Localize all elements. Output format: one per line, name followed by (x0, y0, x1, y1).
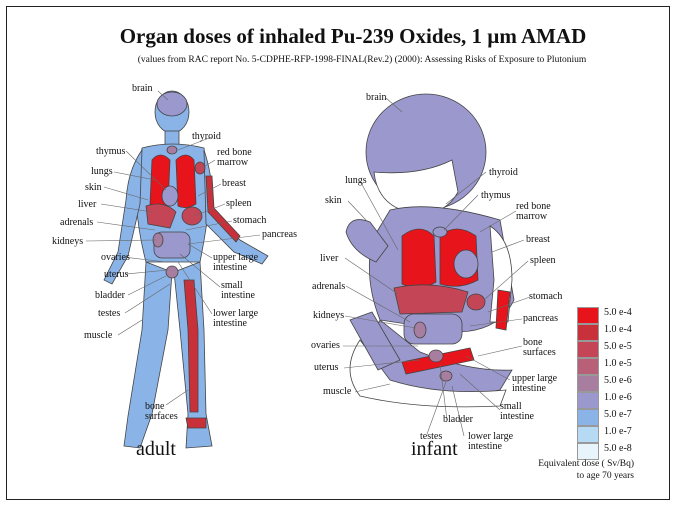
legend-swatch (577, 324, 599, 341)
adult-label-pancreas: pancreas (262, 230, 297, 240)
adult-heart (162, 186, 178, 206)
infant-label-bone-surfaces: bone surfaces (523, 338, 556, 358)
legend-label: 5.0 e-5 (604, 341, 632, 352)
legend-swatch (577, 409, 599, 426)
adult-caption: adult (136, 438, 176, 461)
adult-neck (165, 131, 179, 145)
infant-label-thyroid: thyroid (489, 168, 518, 178)
legend-swatch (577, 358, 599, 375)
adult-label-ovaries: ovaries (101, 253, 130, 263)
infant-label-ovaries: ovaries (311, 341, 340, 351)
infant-label-red-bone-marrow: red bone marrow (516, 202, 551, 222)
infant-label-adrenals: adrenals (312, 282, 345, 292)
adult-label-kidneys: kidneys (52, 237, 83, 247)
adult-label-brain: brain (132, 84, 153, 94)
legend-label: 5.0 e-4 (604, 307, 632, 318)
infant-caption: infant (411, 438, 458, 461)
adult-label-thymus: thymus (96, 147, 125, 157)
infant-arm-bone (496, 290, 510, 330)
adult-label-adrenals: adrenals (60, 218, 93, 228)
legend-label: 1.0 e-5 (604, 358, 632, 369)
infant-label-skin: skin (325, 196, 342, 206)
legend-label: 5.0 e-7 (604, 409, 632, 420)
infant-heart (454, 250, 478, 278)
infant-label-pancreas: pancreas (523, 314, 558, 324)
infant-label-upper-large-intestine: upper large intestine (512, 374, 557, 394)
infant-bladder (429, 350, 443, 362)
adult-label-lungs: lungs (91, 167, 113, 177)
legend-swatch (577, 341, 599, 358)
legend-swatch (577, 375, 599, 392)
infant-label-stomach: stomach (529, 292, 562, 302)
infant-spleen (467, 294, 485, 310)
infant-label-breast: breast (526, 235, 550, 245)
adult-left-lung (176, 155, 196, 208)
legend-note: Equivalent dose ( Sv/Bq) to age 70 years (508, 458, 634, 482)
adult-spleen (182, 207, 202, 225)
infant-label-lungs: lungs (345, 176, 367, 186)
infant-label-uterus: uterus (314, 363, 338, 373)
adult-label-bladder: bladder (95, 291, 125, 301)
infant-label-spleen: spleen (530, 256, 556, 266)
infant-intestines (404, 314, 462, 344)
legend-label: 1.0 e-7 (604, 426, 632, 437)
adult-label-spleen: spleen (226, 199, 252, 209)
legend-label: 1.0 e-6 (604, 392, 632, 403)
infant-label-brain: brain (366, 93, 387, 103)
adult-brain (157, 92, 187, 116)
infant-liver (394, 285, 468, 314)
adult-label-liver: liver (78, 200, 96, 210)
legend-label: 1.0 e-4 (604, 324, 632, 335)
legend-swatch (577, 392, 599, 409)
adult-label-muscle: muscle (84, 331, 112, 341)
infant-thymus (433, 227, 447, 237)
infant-label-muscle: muscle (323, 387, 351, 397)
adult-label-lower-large-intestine: lower large intestine (213, 309, 258, 329)
infant-label-thymus: thymus (481, 191, 510, 201)
adult-label-small-intestine: small intestine (221, 281, 255, 301)
infant-label-bladder: bladder (443, 415, 473, 425)
adult-label-bone-surfaces: bone surfaces (145, 402, 178, 422)
infant-label-small-intestine: small intestine (500, 402, 534, 422)
adult-thyroid (167, 146, 177, 154)
infant-label-liver: liver (320, 254, 338, 264)
adult-label-uterus: uterus (104, 270, 128, 280)
legend-swatch (577, 426, 599, 443)
infant-kidney (414, 322, 426, 338)
adult-label-thyroid: thyroid (192, 132, 221, 142)
adult-label-testes: testes (98, 309, 120, 319)
legend-label: 5.0 e-6 (604, 375, 632, 386)
adult-label-red-bone-marrow: red bone marrow (217, 148, 252, 168)
adult-knee-bone (186, 418, 206, 428)
infant-label-lower-large-intestine: lower large intestine (468, 432, 513, 452)
infant-right-lung (402, 229, 436, 288)
adult-label-stomach: stomach (233, 216, 266, 226)
legend-label: 5.0 e-8 (604, 443, 632, 454)
infant-label-kidneys: kidneys (313, 311, 344, 321)
infant-figure (346, 94, 514, 407)
adult-marrow (195, 162, 205, 174)
legend-swatch (577, 307, 599, 324)
adult-label-breast: breast (222, 179, 246, 189)
adult-label-upper-large-intestine: upper large intestine (213, 253, 258, 273)
adult-label-skin: skin (85, 183, 102, 193)
adult-bladder (166, 266, 178, 278)
